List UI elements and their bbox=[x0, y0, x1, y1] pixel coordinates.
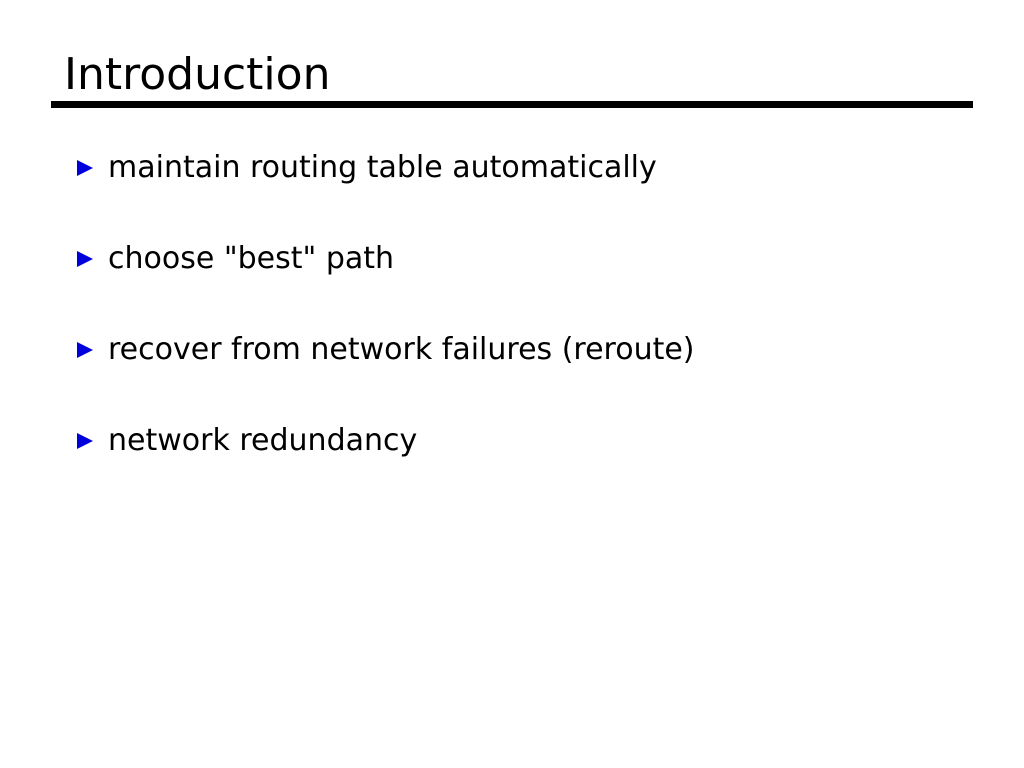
list-item: maintain routing table automatically bbox=[77, 148, 977, 239]
triangle-right-icon bbox=[77, 251, 95, 267]
page-title: Introduction bbox=[64, 49, 331, 100]
list-item: choose "best" path bbox=[77, 239, 977, 330]
bullet-list: maintain routing table automatically cho… bbox=[77, 148, 977, 512]
triangle-right-icon bbox=[77, 160, 95, 176]
list-item: network redundancy bbox=[77, 421, 977, 512]
list-item-label: network redundancy bbox=[108, 423, 418, 458]
list-item-label: maintain routing table automatically bbox=[108, 150, 657, 185]
list-item-label: choose "best" path bbox=[108, 241, 395, 276]
list-item-label: recover from network failures (reroute) bbox=[108, 332, 695, 367]
triangle-right-icon bbox=[77, 342, 95, 358]
triangle-right-icon bbox=[77, 433, 95, 449]
list-item: recover from network failures (reroute) bbox=[77, 330, 977, 421]
title-underline-rule bbox=[51, 101, 973, 108]
slide-title-block: Introduction bbox=[51, 48, 973, 102]
